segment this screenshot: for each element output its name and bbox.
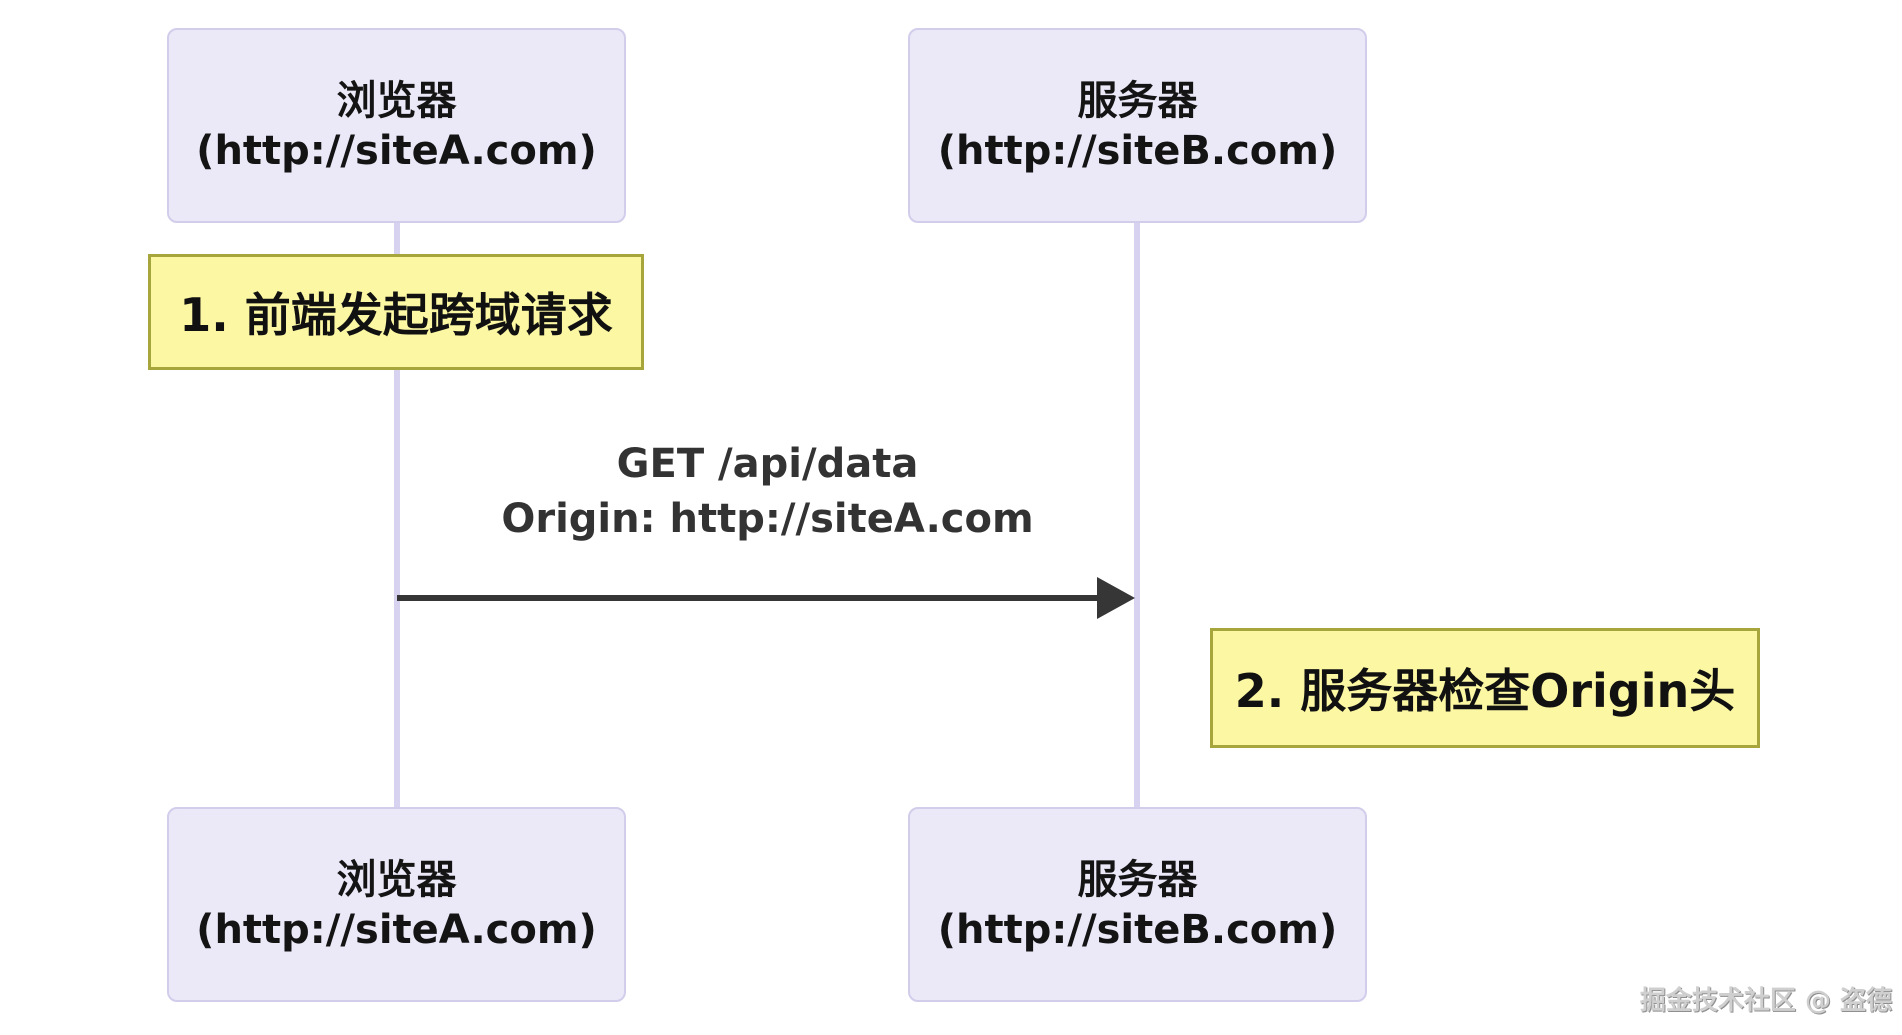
arrow-shaft [397, 595, 1100, 601]
actor-box-server-top: 服务器 (http://siteB.com) [908, 28, 1367, 223]
note-step1-label: 1. 前端发起跨域请求 [179, 288, 613, 342]
arrowhead-icon [1097, 577, 1135, 619]
actor-url: (http://siteB.com) [937, 906, 1338, 953]
actor-box-browser-top: 浏览器 (http://siteA.com) [167, 28, 626, 223]
actor-url: (http://siteB.com) [937, 127, 1338, 174]
actor-box-browser-bottom: 浏览器 (http://siteA.com) [167, 807, 626, 1002]
actor-url: (http://siteA.com) [196, 906, 597, 953]
actor-url: (http://siteA.com) [196, 127, 597, 174]
actor-name: 浏览器 [336, 856, 457, 903]
note-step2-label: 2. 服务器检查Origin头 [1234, 664, 1736, 718]
lifeline-server [1134, 223, 1140, 807]
actor-name: 浏览器 [336, 77, 457, 124]
message-line2: Origin: http://siteA.com [501, 496, 1034, 542]
watermark: 掘金技术社区 @ 盗德 [1639, 986, 1892, 1016]
message-label: GET /api/data Origin: http://siteA.com [397, 437, 1138, 547]
actor-box-server-bottom: 服务器 (http://siteB.com) [908, 807, 1367, 1002]
note-step2: 2. 服务器检查Origin头 [1210, 628, 1760, 748]
lifeline-browser [394, 223, 400, 807]
actor-name: 服务器 [1077, 77, 1198, 124]
note-step1: 1. 前端发起跨域请求 [148, 254, 644, 370]
message-line1: GET /api/data [616, 441, 919, 487]
actor-name: 服务器 [1077, 856, 1198, 903]
